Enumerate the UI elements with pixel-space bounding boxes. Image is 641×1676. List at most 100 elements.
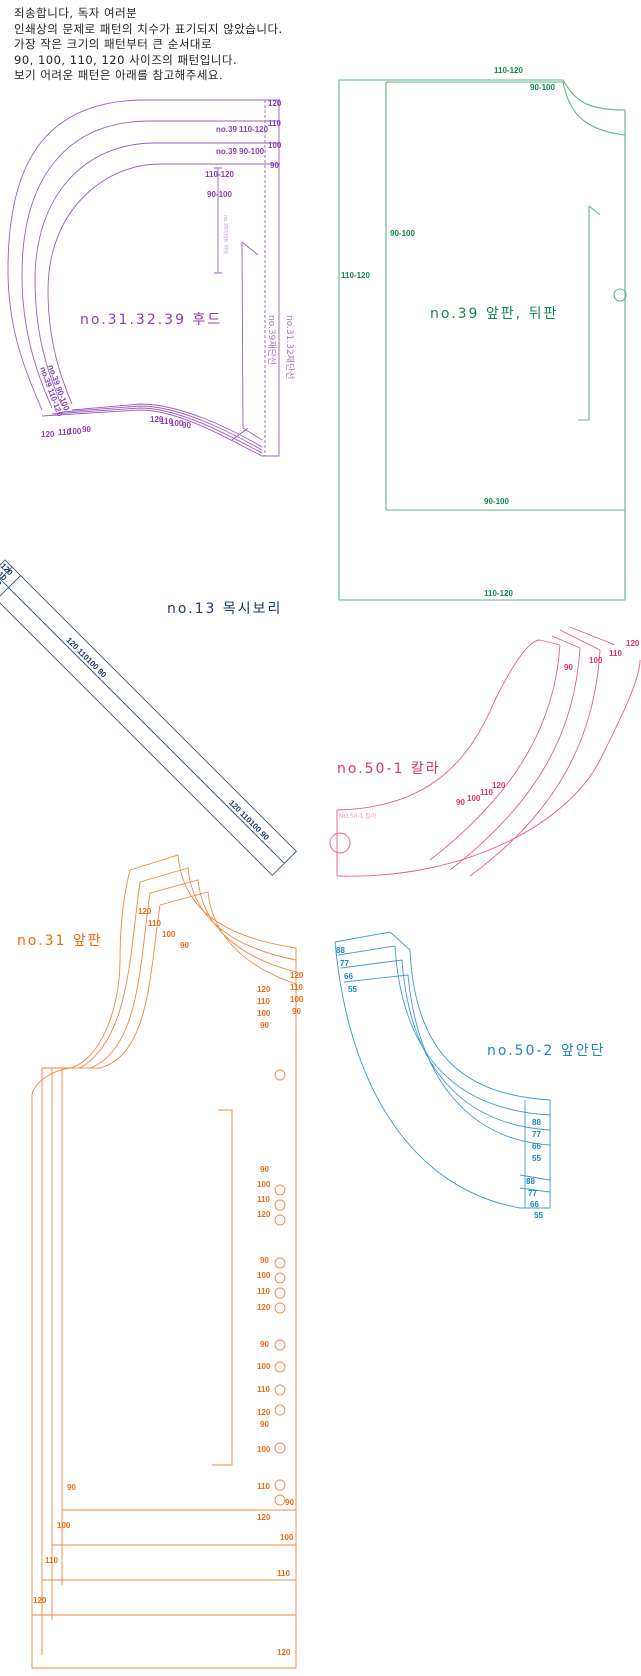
size-label: 110-120 xyxy=(341,271,370,280)
size-label: 90 xyxy=(82,425,91,434)
size-label: 55 xyxy=(348,985,357,994)
notice-line: 죄송합니다, 독자 여러분 xyxy=(14,6,138,20)
size-label: 120 xyxy=(290,971,304,980)
size-label: 88 xyxy=(532,1118,541,1127)
size-label: 90-100 xyxy=(207,190,232,199)
size-label: 120 xyxy=(257,1408,271,1417)
size-label: 100 xyxy=(57,1521,71,1530)
size-label: no.39 110-120 xyxy=(216,125,269,134)
size-label: 77 xyxy=(528,1189,537,1198)
size-label: 100 xyxy=(257,1180,271,1189)
size-label: 110 xyxy=(609,649,622,658)
size-label: 100 xyxy=(589,656,603,665)
size-label: 100 xyxy=(257,1271,271,1280)
size-label: 120 xyxy=(257,1513,271,1522)
size-label: 77 xyxy=(340,959,349,968)
size-label: 55 xyxy=(532,1154,541,1163)
size-label: 110 xyxy=(257,1195,270,1204)
size-label: 100 xyxy=(170,419,184,428)
size-label: 120 xyxy=(150,415,164,424)
size-label: 90 xyxy=(180,941,189,950)
collar-pattern: 120 110 100 90 90 100 110 120 no.50-1 칼라… xyxy=(329,626,641,877)
size-label: 110-120 xyxy=(494,66,523,75)
size-label: 90-100 xyxy=(390,229,415,238)
size-label: 110 xyxy=(257,1385,270,1394)
size-label: 120 xyxy=(626,639,640,648)
notice-line: 보기 어려운 패턴은 아래를 참고해주세요. xyxy=(14,68,224,82)
size-label: 100 xyxy=(0,573,4,589)
size-label: 110 xyxy=(0,567,9,583)
size-label: 110 xyxy=(160,417,173,426)
size-label: 120 xyxy=(257,985,271,994)
size-label: 88 xyxy=(526,1177,535,1186)
notice-line: 가장 작은 크기의 패턴부터 큰 순서대로 xyxy=(14,37,213,51)
front-back-title: no.39 앞판, 뒤판 xyxy=(430,306,558,322)
size-label: 100 xyxy=(257,1445,271,1454)
size-label: 90 xyxy=(67,1483,76,1492)
front-pattern: 120 110 100 90 120 110 100 90 120 110 10… xyxy=(17,854,304,1669)
size-label: 90 xyxy=(285,1498,294,1507)
notice-line: 90, 100, 110, 120 사이즈의 패턴입니다. xyxy=(14,52,238,67)
size-label: 100 xyxy=(280,1533,294,1542)
size-label: 77 xyxy=(532,1130,541,1139)
collar-small-label: NO.50-1 칼라 xyxy=(339,812,377,820)
size-label: 100 xyxy=(268,141,282,150)
size-label: 110 xyxy=(257,997,270,1006)
size-label: 66 xyxy=(532,1142,541,1151)
size-label: 110 xyxy=(480,788,493,797)
size-label: 110-120 xyxy=(205,170,234,179)
facing-pattern: 88 77 66 55 88 77 66 55 88 77 66 55 no.5… xyxy=(334,931,606,1220)
size-label: 90 xyxy=(260,1021,269,1030)
button-marks xyxy=(274,1069,286,1506)
size-label: 110 xyxy=(148,919,161,928)
size-label: 100 xyxy=(467,794,481,803)
size-label: 90 xyxy=(182,421,191,430)
size-label: 100 xyxy=(162,930,176,939)
size-label: 110 xyxy=(45,1556,58,1565)
size-label: 90 xyxy=(456,798,465,807)
ear-position-note: no.39귀마트 위치 xyxy=(222,215,229,254)
size-label: 110 xyxy=(290,983,303,992)
cut-line-label: no.39재단선 xyxy=(266,315,277,365)
size-label: 66 xyxy=(530,1200,539,1209)
hood-title: no.31.32.39 후드 xyxy=(80,312,222,328)
notice-line: 인쇄상의 문제로 패턴의 치수가 표기되지 않았습니다. xyxy=(14,21,283,36)
size-label: 110 xyxy=(58,428,71,437)
size-label: 120 xyxy=(41,430,55,439)
size-label: 100 xyxy=(290,995,304,1004)
neckband-title: no.13 목시보리 xyxy=(167,601,282,617)
size-label: 90 xyxy=(260,1340,269,1349)
size-label: 120 xyxy=(257,1303,271,1312)
size-label: 120 xyxy=(268,99,282,108)
size-label: 120 110100 90 xyxy=(64,636,108,680)
size-label: 90 xyxy=(260,1420,269,1429)
front-back-pattern: 110-120 90-100 90-100 110-120 90-100 110… xyxy=(338,66,627,601)
size-label: 120 xyxy=(492,781,506,790)
neckband-pattern: 120 110 100 90 120 110100 90 120 110100 … xyxy=(0,559,297,877)
size-label: 100 xyxy=(68,427,82,436)
size-label: 100 xyxy=(257,1362,271,1371)
size-label: 55 xyxy=(534,1211,543,1220)
size-label: 88 xyxy=(336,946,345,955)
front-title: no.31 앞판 xyxy=(17,933,103,949)
size-label: 90 xyxy=(260,1256,269,1265)
size-label: 90 xyxy=(260,1165,269,1174)
size-label: 90 xyxy=(270,161,279,170)
size-label: 90-100 xyxy=(484,497,509,506)
notice-text: 죄송합니다, 독자 여러분 인쇄상의 문제로 패턴의 치수가 표기되지 않았습니… xyxy=(14,6,283,84)
size-label: 120 xyxy=(33,1596,47,1605)
size-label: 90-100 xyxy=(530,83,555,92)
size-label: 110 xyxy=(268,119,281,128)
size-label: no.39 90-100 xyxy=(216,147,265,156)
facing-title: no.50-2 앞안단 xyxy=(487,1043,606,1059)
size-label: 110-120 xyxy=(484,589,513,598)
size-label: 90 xyxy=(292,1007,301,1016)
size-label: 120 xyxy=(138,907,152,916)
size-label: 66 xyxy=(344,972,353,981)
hood-pattern: 120 110 100 90 no.39 110-120 no.39 90-10… xyxy=(7,99,295,457)
size-label: 110 xyxy=(257,1482,270,1491)
size-label: 110 xyxy=(277,1569,290,1578)
size-label: 90 xyxy=(564,663,573,672)
size-label: 120 xyxy=(257,1210,271,1219)
